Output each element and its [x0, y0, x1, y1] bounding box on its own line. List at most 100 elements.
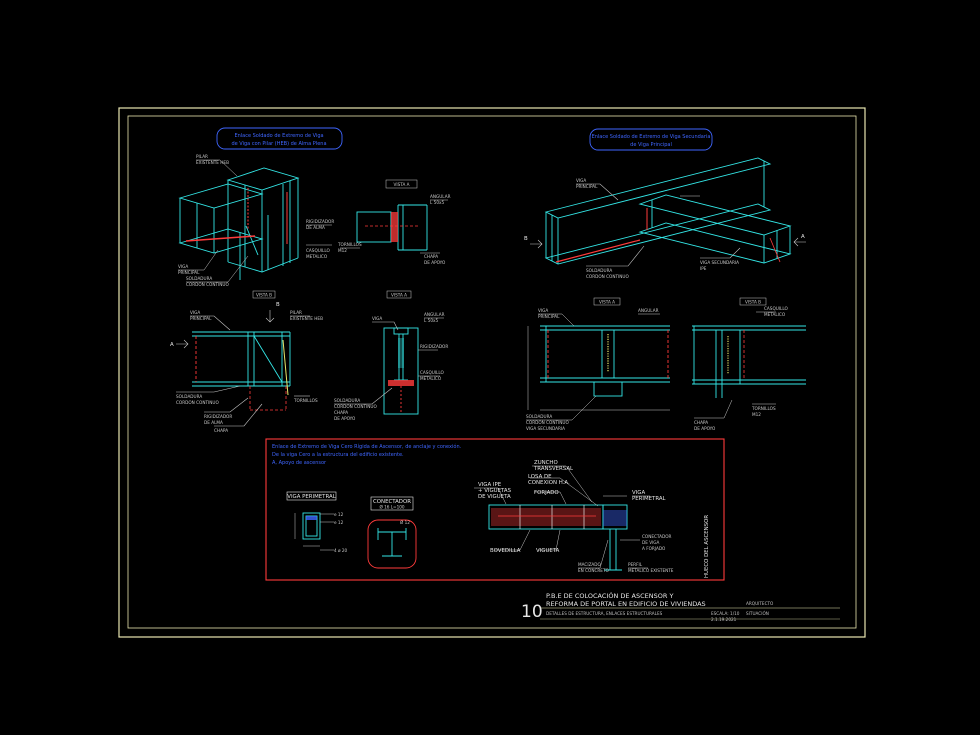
- iso-beam-column-detail: Enlace Soldado de Extremo de Viga de Vig…: [178, 127, 343, 287]
- svg-text:VIGA: VIGA: [372, 316, 382, 321]
- label-viga-perimetral: VIGA: [632, 490, 645, 496]
- project-title-line1: P.B.E DE COLOCACIÓN DE ASCENSOR Y: [546, 591, 673, 600]
- svg-text:VIGA SECUNDARIA: VIGA SECUNDARIA: [700, 260, 739, 265]
- note-bottom-line1: Enlace de Extremo de Viga Cero Rígida de…: [272, 443, 462, 450]
- sheet-number: 10: [521, 602, 543, 622]
- svg-text:SOLDADURA: SOLDADURA: [334, 398, 360, 403]
- svg-text:TORNILLOS: TORNILLOS: [293, 398, 318, 403]
- svg-text:CORDON CONTINUO: CORDON CONTINUO: [334, 404, 377, 409]
- label-macizado: MACIZADO: [578, 562, 602, 567]
- svg-text:PRINCIPAL: PRINCIPAL: [576, 184, 598, 189]
- svg-text:METALICO: METALICO: [420, 376, 442, 381]
- label-perfil: PERFIL: [628, 562, 643, 567]
- svg-text:TRANSVERSAL: TRANSVERSAL: [533, 466, 573, 472]
- svg-text:SOLDADURA: SOLDADURA: [586, 268, 612, 273]
- svg-text:TORNILLOS: TORNILLOS: [337, 242, 362, 247]
- vista-a-top-detail: VISTA A ANGULAR L 50x5 TORNILLOS M12 CHA…: [337, 179, 451, 265]
- svg-text:EN CONCRETO: EN CONCRETO: [578, 568, 609, 573]
- conectador-title: CONECTADOR: [373, 499, 411, 505]
- svg-text:PERIMETRAL: PERIMETRAL: [632, 496, 666, 502]
- scale-label: ESCALA: 1/10: [711, 611, 740, 616]
- note-top-right-line2: de Viga Principal: [630, 142, 672, 148]
- note-bottom-line2: De la viga Cero a la estructura del edif…: [272, 452, 404, 458]
- svg-text:CHAPA: CHAPA: [214, 428, 228, 433]
- svg-text:PRINCIPAL: PRINCIPAL: [538, 314, 560, 319]
- project-title-line2: REFORMA DE PORTAL EN EDIFICIO DE VIVIEND…: [546, 600, 706, 608]
- svg-text:CASQUILLO: CASQUILLO: [764, 306, 789, 311]
- section-vista-a-left: VISTA A VIGA ANGULAR L 50x5 RIGIDIZADOR …: [334, 290, 448, 421]
- svg-text:SOLDADURA: SOLDADURA: [176, 394, 202, 399]
- label-conectador-forjado: CONECTADOR: [642, 534, 672, 539]
- svg-text:+ VIGUETAS: + VIGUETAS: [478, 488, 512, 494]
- vista-b-right-title: VISTA B: [745, 300, 761, 305]
- svg-text:METALICO EXISTENTE: METALICO EXISTENTE: [628, 568, 674, 573]
- svg-text:IPE: IPE: [700, 266, 707, 271]
- svg-text:CORDON CONTINUO: CORDON CONTINUO: [176, 400, 219, 405]
- label-soldadura: SOLDADURA: [186, 276, 212, 281]
- svg-text:DE VIGUETA: DE VIGUETA: [478, 494, 511, 500]
- label-pilar: PILAR: [196, 154, 208, 159]
- vista-a-left-title: VISTA A: [391, 293, 407, 298]
- note-box-top-right: [589, 128, 713, 151]
- svg-text:e 12: e 12: [334, 520, 344, 525]
- svg-text:B: B: [276, 302, 280, 308]
- svg-text:CASQUILLO: CASQUILLO: [420, 370, 445, 375]
- svg-text:CORDON CONTINUO: CORDON CONTINUO: [526, 420, 569, 425]
- sheet-frame: [118, 107, 866, 638]
- title-block: 10 P.B.E DE COLOCACIÓN DE ASCENSOR Y REF…: [521, 591, 840, 622]
- author-label: ARQUITECTO: [746, 601, 774, 606]
- note-top-left-line1: Enlace Soldado de Extremo de Viga: [234, 133, 323, 139]
- svg-text:ANGULAR: ANGULAR: [424, 312, 445, 317]
- label-zuncho: ZUNCHO: [534, 460, 558, 466]
- sheet-subject: DETALLES DE ESTRUCTURA, ENLACES ESTRUCTU…: [546, 611, 663, 616]
- svg-text:CORDON CONTINUO: CORDON CONTINUO: [186, 282, 229, 287]
- svg-text:Ø 12: Ø 12: [400, 520, 410, 525]
- label-forjado: FORJADO: [534, 490, 559, 496]
- label-casquillo: CASQUILLO: [306, 248, 331, 253]
- svg-text:DE ALMA: DE ALMA: [204, 420, 223, 425]
- viga-perimetral-title: VIGA PERIMETRAL: [287, 494, 335, 500]
- section-vista-b-right: VISTA B CASQUILLO METALICO TORNILLOS M12…: [692, 297, 806, 431]
- svg-text:L 50x5: L 50x5: [424, 318, 438, 323]
- vista-a-right-title: VISTA A: [599, 300, 615, 305]
- svg-text:TORNILLOS: TORNILLOS: [751, 406, 776, 411]
- label-viga: VIGA: [178, 264, 188, 269]
- svg-text:VIGA SECUNDARIA: VIGA SECUNDARIA: [526, 426, 565, 431]
- svg-text:VIGA: VIGA: [576, 178, 586, 183]
- iso-beam-beam-detail: Enlace Soldado de Extremo de Viga Secund…: [524, 128, 806, 279]
- section-vista-a-right: VISTA A VIGA PRINCIPAL ANGULAR SOLDADURA…: [526, 297, 670, 431]
- svg-text:METALICO: METALICO: [764, 312, 786, 317]
- label-conexion: LOSA DE: [528, 474, 552, 480]
- section-a-marker: A: [801, 234, 805, 240]
- svg-text:RIGIDIZADOR: RIGIDIZADOR: [420, 344, 448, 349]
- svg-text:M12: M12: [752, 412, 761, 417]
- svg-text:DE VIGA: DE VIGA: [642, 540, 660, 545]
- svg-text:EXISTENTE HEB: EXISTENTE HEB: [290, 316, 323, 321]
- svg-text:CONEXION H.A.: CONEXION H.A.: [528, 480, 570, 486]
- label-rigidizador: RIGIDIZADOR: [306, 219, 334, 224]
- elevator-anchor-panel: Enlace de Extremo de Viga Cero Rígida de…: [265, 438, 725, 581]
- svg-text:PILAR: PILAR: [290, 310, 302, 315]
- label-viga-cero: VIGA IPE: [478, 482, 502, 488]
- svg-text:RIGIDIZADOR: RIGIDIZADOR: [204, 414, 232, 419]
- date-label: 2.1.19.2021: [711, 617, 737, 622]
- hueco-ascensor-label: HUECO DEL ASCENSOR: [704, 515, 710, 578]
- svg-text:A FORJADO: A FORJADO: [642, 546, 666, 551]
- label-vigueta: VIGUETA: [536, 548, 560, 554]
- note-box-top-left: [216, 127, 343, 150]
- label-bovedilla: BOVEDILLA: [490, 548, 521, 554]
- svg-text:CHAPA: CHAPA: [424, 254, 438, 259]
- svg-text:PRINCIPAL: PRINCIPAL: [190, 316, 212, 321]
- svg-text:PRINCIPAL: PRINCIPAL: [178, 270, 200, 275]
- svg-text:DE ALMA: DE ALMA: [306, 225, 325, 230]
- svg-text:ANGULAR: ANGULAR: [430, 194, 451, 199]
- svg-text:CORDON CONTINUO: CORDON CONTINUO: [586, 274, 629, 279]
- svg-text:EXISTENTE HEB: EXISTENTE HEB: [196, 160, 229, 165]
- svg-text:DE APOYO: DE APOYO: [334, 416, 356, 421]
- note-top-right-line1: Enlace Soldado de Extremo de Viga Secund…: [592, 134, 711, 140]
- svg-text:SOLDADURA: SOLDADURA: [526, 414, 552, 419]
- svg-text:VIGA: VIGA: [190, 310, 200, 315]
- svg-text:4 ø 20: 4 ø 20: [334, 548, 348, 553]
- svg-text:METALICO: METALICO: [306, 254, 328, 259]
